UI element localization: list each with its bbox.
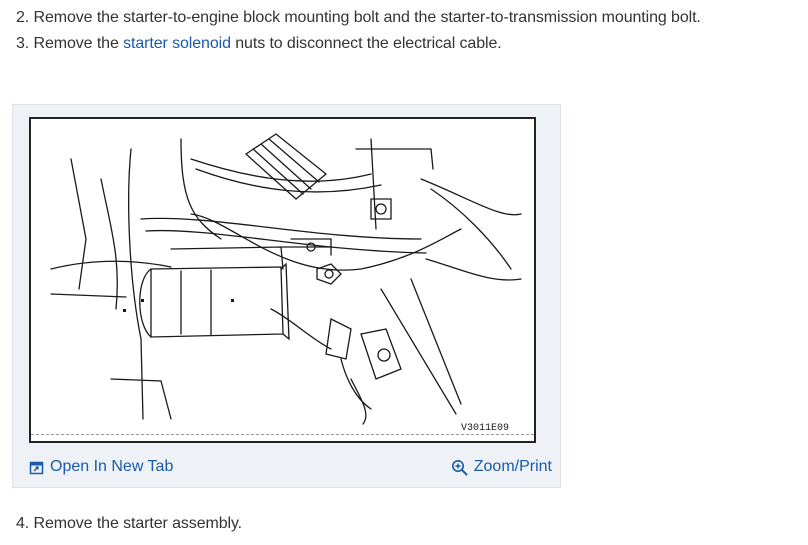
zoom-print-label: Zoom/Print xyxy=(473,458,552,475)
open-new-tab-icon xyxy=(27,458,45,476)
figure-container: V3011E09 Open In New Tab Zoom/Print xyxy=(12,104,561,488)
zoom-print-button[interactable]: Zoom/Print xyxy=(451,456,552,478)
open-in-new-tab-button[interactable]: Open In New Tab xyxy=(27,456,173,478)
starter-solenoid-link[interactable]: starter solenoid xyxy=(123,35,231,52)
step-3: 3. Remove the starter solenoid nuts to d… xyxy=(16,34,502,54)
step-2-text: 2. Remove the starter-to-engine block mo… xyxy=(16,9,701,26)
figure-code-label: V3011E09 xyxy=(461,423,509,434)
open-in-new-tab-label: Open In New Tab xyxy=(50,458,174,475)
figure-bottom-divider xyxy=(31,434,534,435)
magnifier-plus-icon xyxy=(451,458,469,476)
step-4-text: 4. Remove the starter assembly. xyxy=(16,515,243,532)
step-3-prefix: 3. Remove the xyxy=(16,35,124,52)
starter-diagram-image[interactable]: V3011E09 xyxy=(29,117,536,443)
step-3-suffix: nuts to disconnect the electrical cable. xyxy=(230,35,502,52)
